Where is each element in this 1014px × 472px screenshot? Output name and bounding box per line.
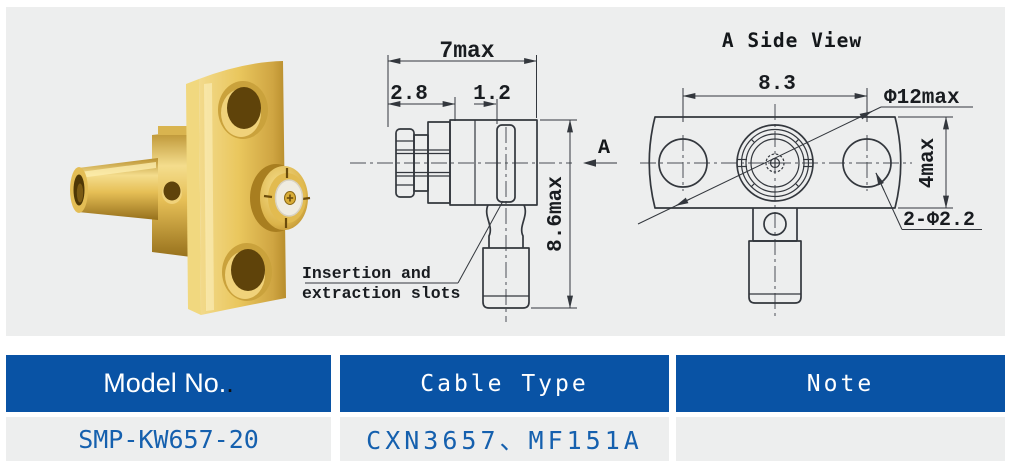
- table-cell-note: [676, 417, 1005, 461]
- a-side-view-title: A Side View: [722, 29, 862, 52]
- dim-slot-width-label: 1.2: [473, 83, 511, 106]
- dim-total-height-label: 8.6max: [545, 176, 568, 252]
- flange-outline: [648, 116, 902, 209]
- table-header-model-no-text: Model No.: [103, 368, 227, 398]
- dim-left-section-label: 2.8: [390, 83, 428, 106]
- callout-line1: Insertion and: [302, 264, 431, 283]
- table-header-note: Note: [676, 355, 1005, 412]
- section-a-arrow-icon: [583, 159, 617, 167]
- dim-total-width-label: 7max: [439, 38, 494, 64]
- section-a-label: A: [598, 137, 610, 160]
- insertion-slot: [496, 124, 516, 203]
- collet-finger-lines: [396, 149, 450, 177]
- table-header-model-no: Model No..: [6, 355, 331, 412]
- a-side-view-drawing: A Side View: [637, 29, 982, 318]
- callout-line2: extraction slots: [302, 284, 460, 303]
- dim-hole-spacing-label: 8.3: [758, 73, 796, 96]
- mounting-hole-right: [842, 138, 892, 188]
- model-no-extra-dot: .: [226, 368, 234, 398]
- connector-photo: [70, 61, 311, 315]
- side-view-drawing: 7max 2.8 1.2 8.6max A Insertion and extr…: [302, 38, 617, 322]
- table-header-cable-type: Cable Type: [340, 355, 669, 412]
- interface-circles: [736, 124, 814, 202]
- technical-drawing-panel: 7max 2.8 1.2 8.6max A Insertion and extr…: [6, 7, 1005, 336]
- dim-flange-diameter-label: Φ12max: [884, 87, 960, 110]
- dim-mounting-holes-label: 2-Φ2.2: [903, 209, 975, 232]
- table-cell-cable-type: CXN3657、MF151A: [340, 417, 669, 461]
- mounting-hole-left: [658, 138, 708, 188]
- dim-flange-height-label: 4max: [917, 137, 940, 188]
- table-cell-model-no: SMP-KW657-20: [6, 417, 331, 461]
- collet-slots: [263, 168, 311, 228]
- body-outline: [449, 119, 538, 206]
